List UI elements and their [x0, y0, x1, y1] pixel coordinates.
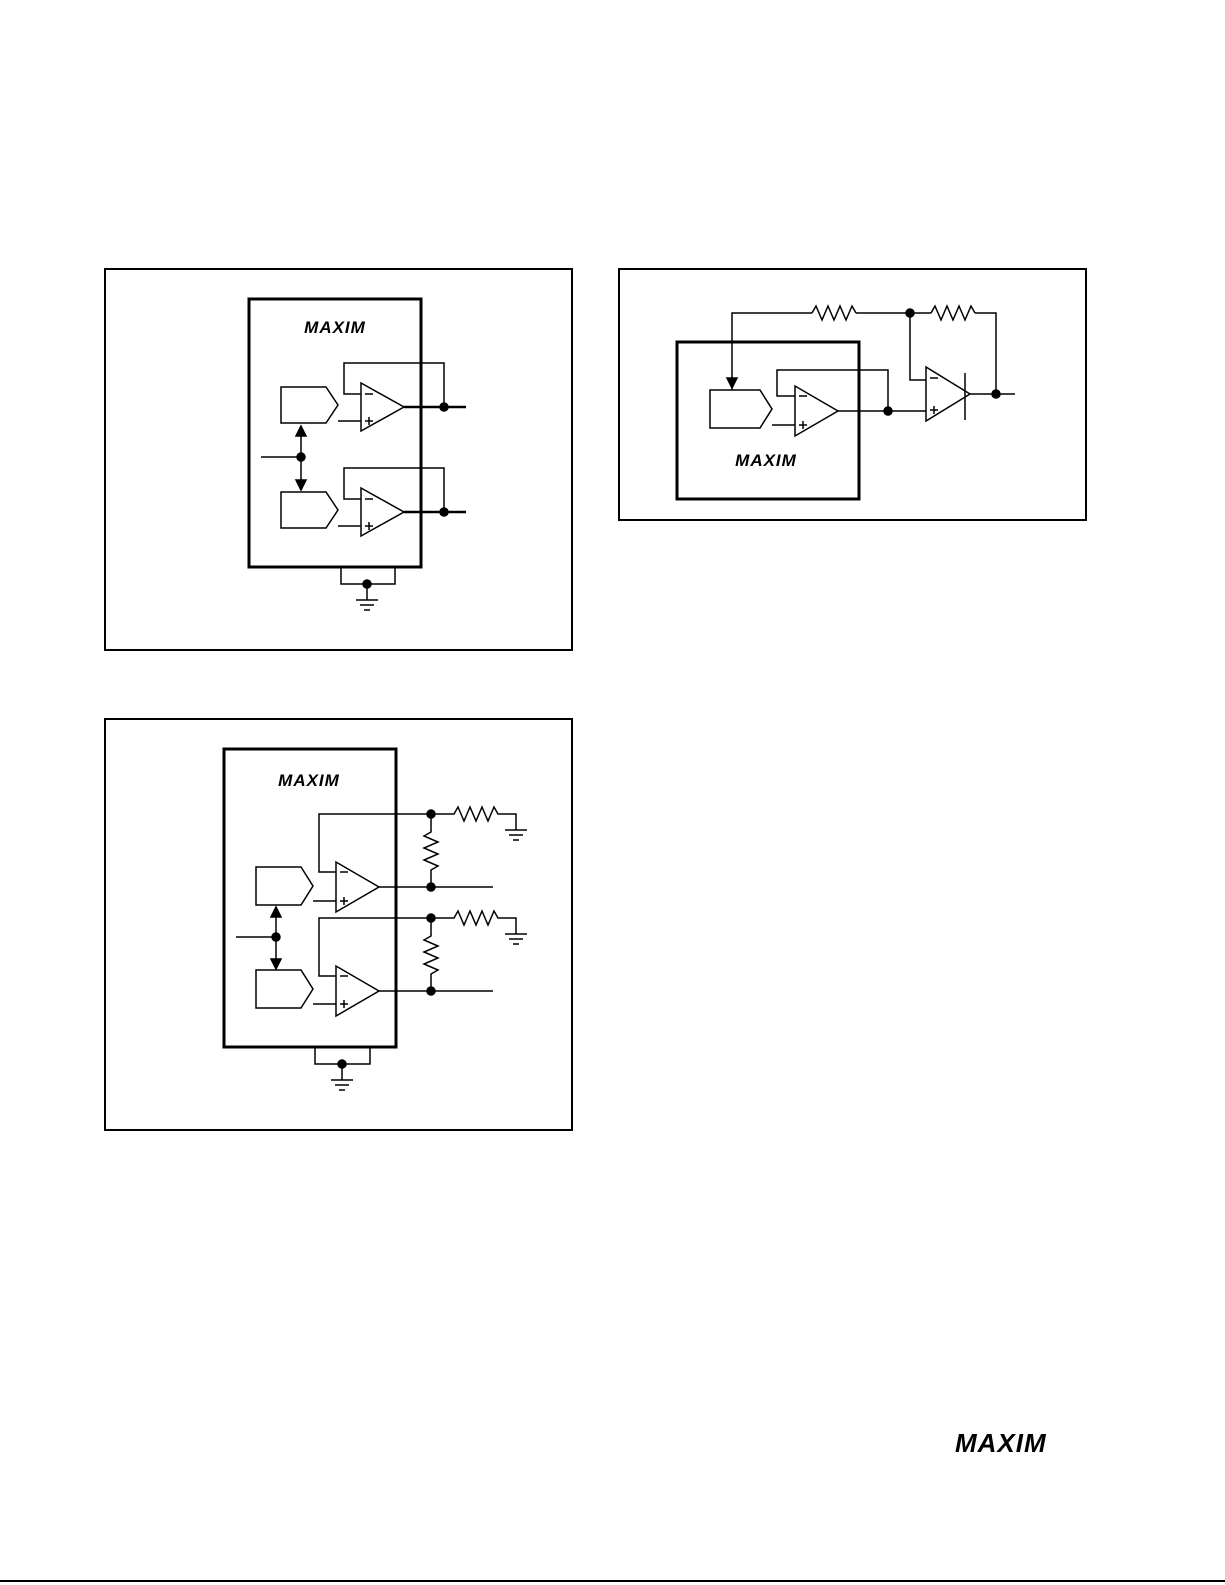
op-amp-icon	[361, 488, 404, 536]
arrow-down-icon	[271, 959, 281, 969]
ground-icon	[505, 830, 527, 840]
schematic-dual-dac-gain-resistors: MAXIM	[106, 720, 575, 1133]
resistor-icon	[424, 814, 438, 887]
ic-package	[224, 749, 396, 1047]
page-bottom-rule	[0, 1580, 1225, 1582]
dac-icon	[710, 390, 772, 428]
resistor-icon	[931, 306, 975, 320]
ground-icon	[356, 600, 378, 610]
maxim-logo-icon: MAXIM	[304, 318, 366, 337]
ic-package	[249, 299, 421, 567]
op-amp-icon	[361, 383, 404, 431]
maxim-logo-icon: MAXIM	[278, 771, 340, 790]
resistor-icon	[424, 918, 438, 991]
figure-dac-external-amplifier: MAXIM	[618, 268, 1087, 521]
resistor-icon	[431, 807, 516, 830]
schematic-dual-dac-buffered: MAXIM	[106, 270, 575, 653]
ic-package	[677, 342, 859, 499]
feedback-wire	[975, 313, 996, 394]
resistor-icon	[431, 911, 516, 934]
external-op-amp-icon	[926, 367, 970, 421]
wire	[910, 313, 926, 380]
arrow-up-icon	[271, 907, 281, 917]
ground-icon	[331, 1080, 353, 1090]
ground-icon	[505, 934, 527, 944]
junction-dot	[440, 508, 448, 516]
feedback-wire	[344, 468, 444, 512]
dac-icon	[281, 387, 338, 423]
svg-text:MAXIM: MAXIM	[304, 318, 366, 337]
dac-icon	[256, 867, 313, 905]
arrow-down-icon	[727, 378, 737, 388]
svg-text:MAXIM: MAXIM	[735, 451, 797, 470]
footer-logo-svg: MAXIM	[955, 1430, 1085, 1458]
arrow-up-icon	[296, 426, 306, 436]
dac-icon	[256, 970, 313, 1008]
junction-dot	[440, 403, 448, 411]
svg-text:MAXIM: MAXIM	[278, 771, 340, 790]
svg-text:MAXIM: MAXIM	[955, 1430, 1047, 1458]
op-amp-icon	[336, 862, 379, 912]
resistor-icon	[812, 306, 856, 320]
feedback-wire	[777, 370, 888, 411]
arrow-down-icon	[296, 480, 306, 490]
figure-dual-dac-buffered: MAXIM	[104, 268, 573, 651]
maxim-logo-icon: MAXIM	[735, 451, 797, 470]
maxim-logo-icon: MAXIM	[955, 1430, 1085, 1463]
feedback-wire	[344, 363, 444, 407]
op-amp-icon	[795, 386, 838, 436]
reference-wire	[732, 313, 812, 390]
junction-dot	[884, 407, 892, 415]
junction-dot	[906, 309, 914, 317]
op-amp-icon	[336, 966, 379, 1016]
dac-icon	[281, 492, 338, 528]
figure-dual-dac-gain-resistors: MAXIM	[104, 718, 573, 1131]
schematic-dac-external-amplifier: MAXIM	[620, 270, 1089, 523]
